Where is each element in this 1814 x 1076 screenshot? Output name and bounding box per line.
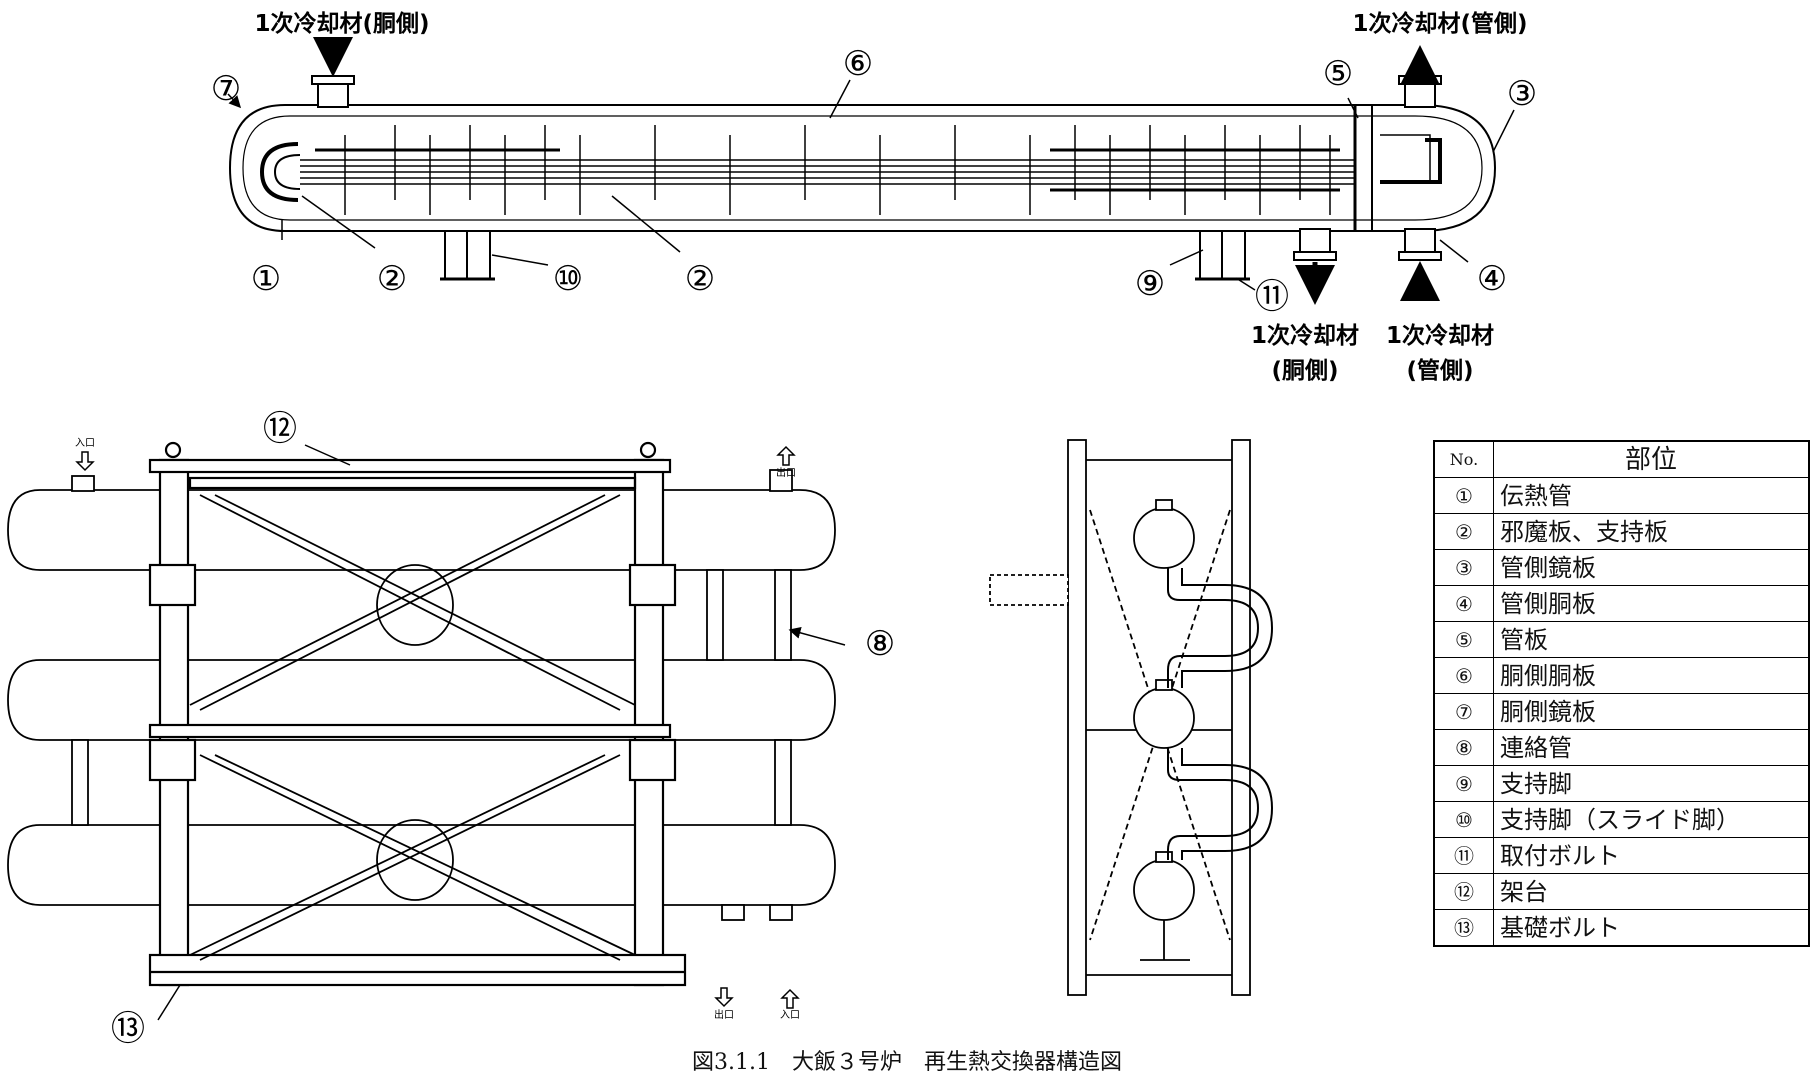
- row-part: 架台: [1493, 873, 1810, 910]
- label-outlet-bottom: 出口: [714, 1008, 734, 1021]
- leader-lines: [227, 79, 1515, 291]
- row-no: ⑦: [1433, 693, 1494, 730]
- label-inlet-shell: 入口: [75, 438, 95, 449]
- row-no: ③: [1433, 549, 1494, 586]
- label-inlet-bottom: 入口: [780, 1010, 800, 1021]
- frame: [148, 441, 687, 987]
- marker-12: ⑫: [263, 409, 297, 449]
- side-view: [989, 439, 1274, 996]
- u-bend-thick: [259, 142, 299, 202]
- marker-9: ⑨: [1135, 264, 1165, 304]
- label-coolant-tube-out: 1次冷却材(管側): [1352, 10, 1527, 37]
- marker-8: ⑧: [865, 624, 895, 664]
- figure-caption: 図3.1.1 大飯３号炉 再生熱交換器構造図: [692, 1050, 1122, 1075]
- row-part: 連絡管: [1493, 729, 1810, 766]
- row-part: 管板: [1493, 621, 1810, 658]
- tube-bundle: [300, 148, 1355, 192]
- shell-row-1: [7, 489, 836, 571]
- front-view: [7, 441, 836, 987]
- row-part: 胴側鏡板: [1493, 693, 1810, 730]
- bracing: [189, 494, 636, 961]
- row-no: ⑪: [1433, 837, 1494, 874]
- marker-10: ⑩: [553, 259, 583, 299]
- row-no: ⑧: [1433, 729, 1494, 766]
- side-u-pipes: [1167, 568, 1274, 860]
- marker-1: ①: [251, 259, 281, 299]
- row-part: 支持脚: [1493, 765, 1810, 802]
- marker-3: ③: [1507, 74, 1537, 114]
- row-no: ⑫: [1433, 873, 1494, 910]
- row-part: 取付ボルト: [1493, 837, 1810, 874]
- row-part: 伝熱管: [1493, 477, 1810, 514]
- flow-arrows: [313, 37, 1440, 305]
- marker-4: ④: [1477, 259, 1507, 299]
- side-shells: [1133, 499, 1195, 921]
- label-coolant-shell-out-2: (胴側): [1271, 358, 1338, 384]
- label-coolant-tube-in-2: (管側): [1406, 357, 1473, 384]
- row-no: ⑥: [1433, 657, 1494, 694]
- row-part: 胴側胴板: [1493, 657, 1810, 694]
- row-part: 邪魔板、支持板: [1493, 513, 1810, 550]
- row-no: ⑩: [1433, 801, 1494, 838]
- row-part: 管側胴板: [1493, 585, 1810, 622]
- shell-row-3: [7, 824, 836, 906]
- marker-13: ⑬: [111, 1009, 145, 1049]
- shell-body: [228, 104, 1497, 232]
- label-coolant-shell-in: 1次冷却材(胴側): [254, 10, 429, 37]
- label-coolant-tube-in: 1次冷却材: [1386, 322, 1494, 349]
- top-view: [228, 75, 1497, 281]
- marker-11: ⑪: [1255, 277, 1289, 317]
- row-no: ⑨: [1433, 765, 1494, 802]
- side-bracing: [1089, 509, 1231, 941]
- connecting-pipes: [71, 569, 792, 826]
- label-coolant-shell-out: 1次冷却材: [1251, 322, 1359, 349]
- row-part: 支持脚（スライド脚）: [1493, 801, 1810, 838]
- parts-table-header: No. 部位: [1433, 440, 1810, 478]
- row-no: ④: [1433, 585, 1494, 622]
- header-no: No.: [1433, 440, 1494, 478]
- row-no: ⑬: [1433, 909, 1494, 947]
- baffles: [344, 125, 1331, 215]
- marker-2a: ②: [377, 259, 407, 299]
- marker-7: ⑦: [211, 69, 241, 109]
- row-part: 基礎ボルト: [1493, 909, 1810, 947]
- row-part: 管側鏡板: [1493, 549, 1810, 586]
- row-no: ②: [1433, 513, 1494, 550]
- marker-5: ⑤: [1323, 54, 1353, 94]
- label-outlet-tube: 出口: [776, 466, 796, 479]
- tube-u-bend: [273, 154, 301, 190]
- marker-6: ⑥: [843, 44, 873, 84]
- row-no: ①: [1433, 477, 1494, 514]
- marker-2b: ②: [685, 259, 715, 299]
- shell-row-2: [7, 659, 836, 741]
- row-no: ⑤: [1433, 621, 1494, 658]
- header-part: 部位: [1493, 440, 1810, 478]
